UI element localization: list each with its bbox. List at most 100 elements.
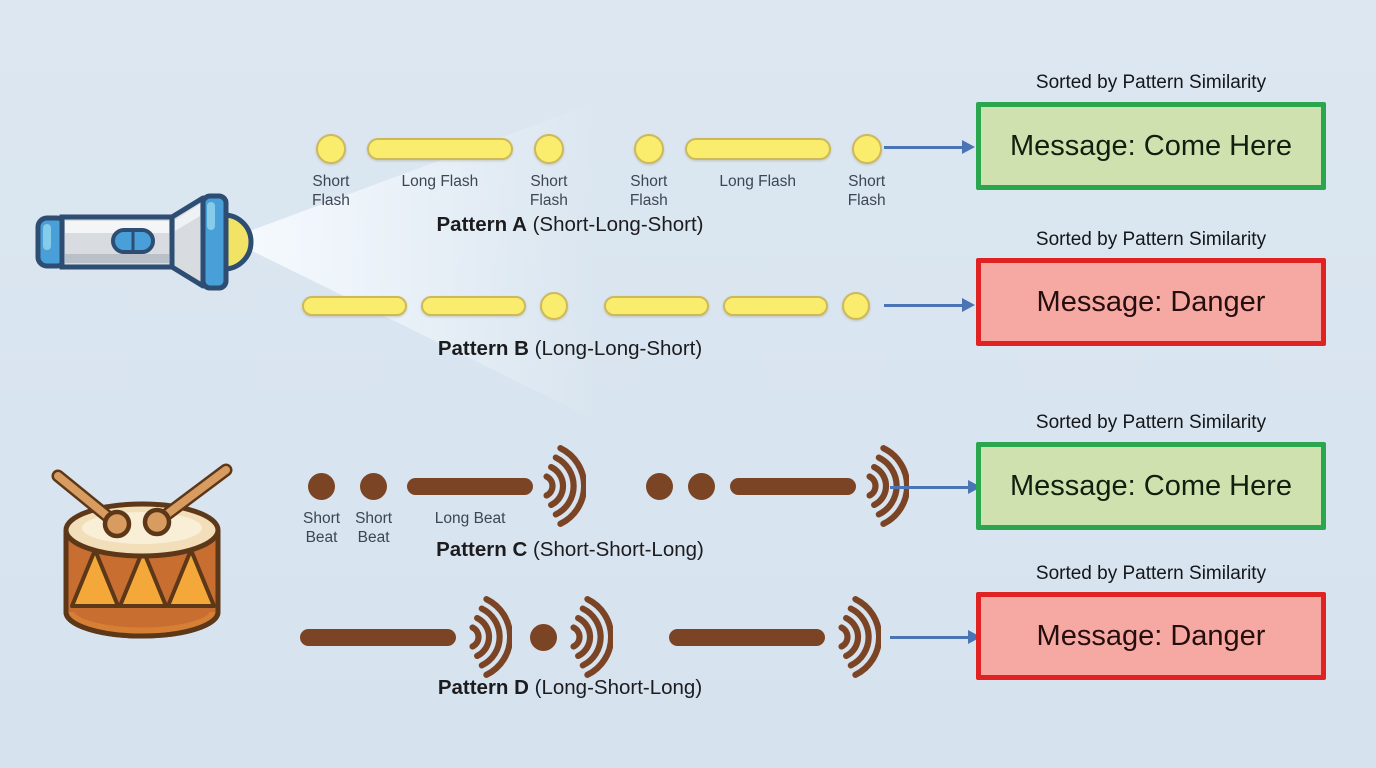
long-flash-icon: [421, 296, 526, 316]
short-flash-item: Short Flash: [630, 133, 668, 210]
long-flash-shape: [366, 133, 513, 165]
short-flash-shape: [633, 133, 664, 165]
pattern-b-caption-detail: (Long-Long-Short): [528, 337, 703, 360]
long-flash-icon: [723, 296, 828, 316]
long-flash-item: Long Flash: [366, 133, 513, 192]
short-beat-shape: [530, 621, 557, 653]
message-box-danger-drum: Message: Danger: [976, 592, 1326, 680]
short-beat-icon: [688, 472, 716, 500]
pattern-d-arrow-icon: [890, 629, 981, 645]
shape-label: Short Beat: [355, 510, 393, 546]
pattern-a-caption-detail: (Short-Long-Short): [526, 213, 704, 236]
sound-wave-item: [543, 445, 587, 527]
pattern-b-caption-bold: Pattern B: [437, 337, 529, 360]
short-flash-icon: [633, 134, 664, 164]
shape-label: Long Flash: [401, 173, 479, 190]
short-flash-item: Short Flash: [848, 133, 886, 210]
pattern-c-caption-bold: Pattern C: [436, 538, 528, 561]
short-flash-shape: [315, 133, 346, 165]
long-flash-shape: [421, 292, 526, 320]
sound-wave-icon: [543, 445, 587, 527]
similarity-label-d: Sorted by Pattern Similarity: [1035, 563, 1267, 584]
long-beat-shape: [730, 470, 857, 502]
long-beat-shape: [407, 470, 534, 502]
shape-label: Short Beat: [303, 510, 341, 546]
short-beat-icon: [646, 472, 674, 500]
sound-wave-icon: [570, 596, 613, 678]
pattern-c-arrow-icon: [890, 479, 981, 495]
similarity-label-a: Sorted by Pattern Similarity: [1035, 72, 1267, 93]
short-flash-item: [842, 292, 870, 320]
long-flash-shape: [723, 292, 828, 320]
short-flash-icon: [842, 292, 870, 320]
sound-wave-item: [838, 596, 881, 678]
long-beat-item: [730, 470, 857, 502]
pattern-b-caption: Pattern B (Long-Long-Short): [290, 337, 850, 361]
drumsticks: [51, 463, 233, 539]
short-flash-shape: [533, 133, 564, 165]
short-beat-item: Short Beat: [355, 470, 392, 547]
short-flash-item: Short Flash: [530, 133, 568, 210]
flashlight-icon: [35, 193, 254, 291]
shape-label: Short Flash: [529, 173, 568, 209]
short-flash-shape: [851, 133, 882, 165]
long-beat-shape: [669, 621, 825, 653]
pattern-c-caption: Pattern C (Short-Short-Long): [290, 538, 850, 562]
long-flash-item: Long Flash: [684, 133, 831, 192]
long-flash-icon: [302, 296, 407, 316]
long-flash-shape: [302, 292, 407, 320]
pattern-c-sequence: Short Beat Short Beat Long Beat: [303, 445, 910, 547]
short-beat-shape: [360, 470, 388, 502]
shape-label: Long Flash: [719, 173, 797, 190]
long-beat-shape: [300, 621, 456, 653]
shape-label: Long Beat: [434, 510, 506, 527]
message-box-danger-flashlight: Message: Danger: [976, 258, 1326, 346]
long-flash-item: [421, 292, 526, 320]
short-flash-item: Short Flash: [312, 133, 350, 210]
short-beat-shape: [308, 470, 336, 502]
long-beat-icon: [669, 628, 825, 646]
pattern-d-caption-bold: Pattern D: [437, 676, 529, 699]
short-flash-icon: [533, 134, 564, 164]
sound-wave-shape: [543, 445, 587, 527]
short-beat-item: [530, 621, 557, 653]
long-flash-icon: [684, 138, 831, 160]
drum-icon: [51, 463, 233, 639]
sound-wave-icon: [469, 596, 512, 678]
sound-wave-icon: [838, 596, 881, 678]
long-beat-icon: [300, 628, 456, 646]
long-flash-item: [302, 292, 407, 320]
short-flash-shape: [540, 292, 568, 320]
message-box-come-here-flashlight: Message: Come Here: [976, 102, 1326, 190]
long-flash-shape: [684, 133, 831, 165]
sound-wave-item: [570, 596, 613, 678]
short-flash-icon: [851, 134, 882, 164]
short-beat-item: [646, 470, 674, 502]
long-flash-item: [604, 292, 709, 320]
short-beat-shape: [646, 470, 674, 502]
long-beat-icon: [407, 477, 534, 495]
long-flash-item: [723, 292, 828, 320]
sound-wave-shape: [469, 596, 512, 678]
short-flash-item: [540, 292, 568, 320]
short-beat-item: Short Beat: [303, 470, 340, 547]
long-beat-item: [300, 621, 456, 653]
sound-wave-shape: [838, 596, 881, 678]
short-beat-item: [688, 470, 716, 502]
pattern-d-caption: Pattern D (Long-Short-Long): [290, 676, 850, 700]
short-beat-icon: [530, 623, 557, 651]
sound-wave-item: [469, 596, 512, 678]
short-beat-icon: [360, 472, 388, 500]
long-beat-item: Long Beat: [407, 470, 534, 529]
short-flash-icon: [315, 134, 346, 164]
pattern-b-arrow-icon: [884, 297, 975, 313]
long-flash-shape: [604, 292, 709, 320]
shape-label: Short Flash: [629, 173, 668, 209]
pattern-a-arrow-icon: [884, 139, 975, 155]
long-flash-icon: [366, 138, 513, 160]
pattern-a-caption: Pattern A (Short-Long-Short): [290, 213, 850, 237]
similarity-label-b: Sorted by Pattern Similarity: [1035, 229, 1267, 250]
pattern-c-caption-detail: (Short-Short-Long): [527, 538, 704, 561]
